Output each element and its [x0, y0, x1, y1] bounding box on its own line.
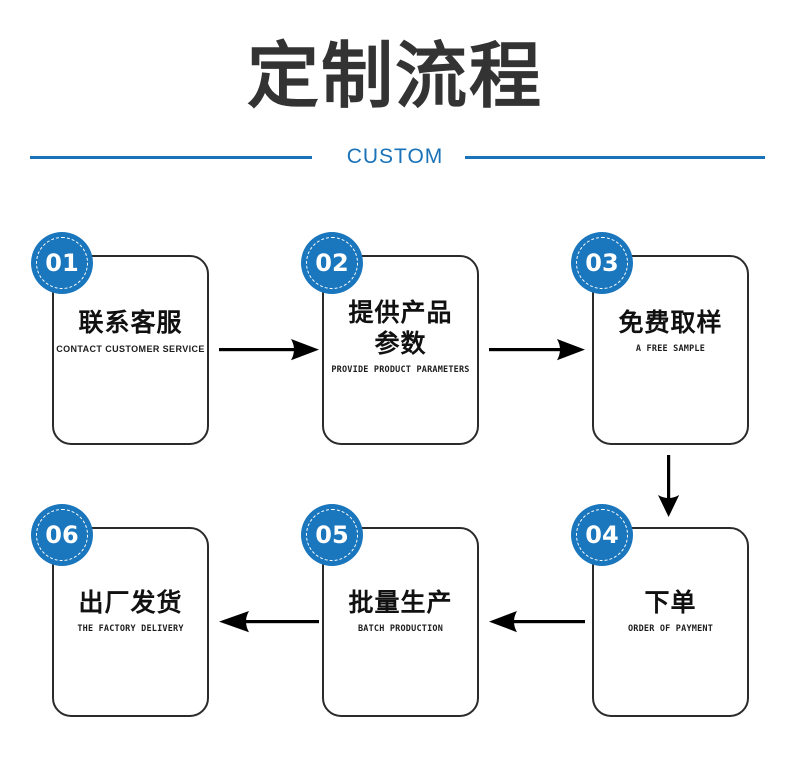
- dashed-ring-icon-02: [306, 237, 358, 289]
- step-badge-06: 06: [31, 504, 93, 566]
- step-text-block-01: 联系客服 CONTACT CUSTOMER SERVICE: [52, 307, 209, 355]
- step-badge-01: 01: [31, 232, 93, 294]
- step-card-02[interactable]: 提供产品 参数 PROVIDE PRODUCT PARAMETERS 02: [301, 232, 479, 445]
- step-text-block-02: 提供产品 参数 PROVIDE PRODUCT PARAMETERS: [322, 297, 479, 376]
- arrow-02-to-03-icon: [489, 336, 585, 364]
- arrow-01-to-02-icon: [219, 336, 319, 364]
- step-badge-05: 05: [301, 504, 363, 566]
- arrow-04-to-05-icon: [489, 608, 585, 636]
- arrow-05-to-06-icon: [219, 608, 319, 636]
- divider-line-right: [465, 156, 765, 159]
- step-badge-02: 02: [301, 232, 363, 294]
- step-title-en-01: CONTACT CUSTOMER SERVICE: [56, 344, 205, 354]
- step-card-01[interactable]: 联系客服 CONTACT CUSTOMER SERVICE 01: [31, 232, 209, 445]
- step-number-04: 04: [585, 521, 619, 549]
- step-title-en-03: A FREE SAMPLE: [635, 344, 706, 354]
- step-number-01: 01: [45, 249, 79, 277]
- step-card-05[interactable]: 批量生产 BATCH PRODUCTION 05: [301, 504, 479, 717]
- page-title: 定制流程: [246, 34, 543, 118]
- step-title-cn-05: 批量生产: [348, 588, 453, 617]
- step-card-06[interactable]: 出厂发货 THE FACTORY DELIVERY 06: [31, 504, 209, 717]
- step-number-05: 05: [315, 521, 349, 549]
- step-text-block-03: 免费取样 A FREE SAMPLE: [592, 307, 749, 355]
- divider-line-left: [30, 156, 312, 159]
- dashed-ring-icon-06: [36, 509, 88, 561]
- subtitle-divider-row: CUSTOM: [0, 143, 790, 171]
- step-title-cn-02: 提供产品 参数: [348, 298, 453, 358]
- dashed-ring-icon-05: [306, 509, 358, 561]
- step-card-04[interactable]: 下单 ORDER OF PAYMENT 04: [571, 504, 749, 717]
- step-text-block-06: 出厂发货 THE FACTORY DELIVERY: [52, 587, 209, 635]
- step-title-cn-03: 免费取样: [618, 308, 723, 337]
- step-badge-03: 03: [571, 232, 633, 294]
- step-title-en-06: THE FACTORY DELIVERY: [77, 624, 184, 634]
- step-card-03[interactable]: 免费取样 A FREE SAMPLE 03: [571, 232, 749, 445]
- step-title-en-02: PROVIDE PRODUCT PARAMETERS: [331, 365, 470, 375]
- step-text-block-05: 批量生产 BATCH PRODUCTION: [322, 587, 479, 635]
- step-badge-04: 04: [571, 504, 633, 566]
- step-title-cn-01: 联系客服: [78, 308, 183, 337]
- step-number-03: 03: [585, 249, 619, 277]
- step-number-02: 02: [315, 249, 349, 277]
- dashed-ring-icon-04: [576, 509, 628, 561]
- step-number-06: 06: [45, 521, 79, 549]
- arrow-03-to-04-icon: [655, 455, 683, 517]
- step-title-en-05: BATCH PRODUCTION: [357, 624, 444, 634]
- step-text-block-04: 下单 ORDER OF PAYMENT: [592, 587, 749, 635]
- page-subtitle: CUSTOM: [346, 145, 444, 168]
- step-title-cn-04: 下单: [644, 588, 697, 617]
- dashed-ring-icon-03: [576, 237, 628, 289]
- step-title-cn-06: 出厂发货: [78, 588, 183, 617]
- step-title-en-04: ORDER OF PAYMENT: [627, 624, 714, 634]
- dashed-ring-icon-01: [36, 237, 88, 289]
